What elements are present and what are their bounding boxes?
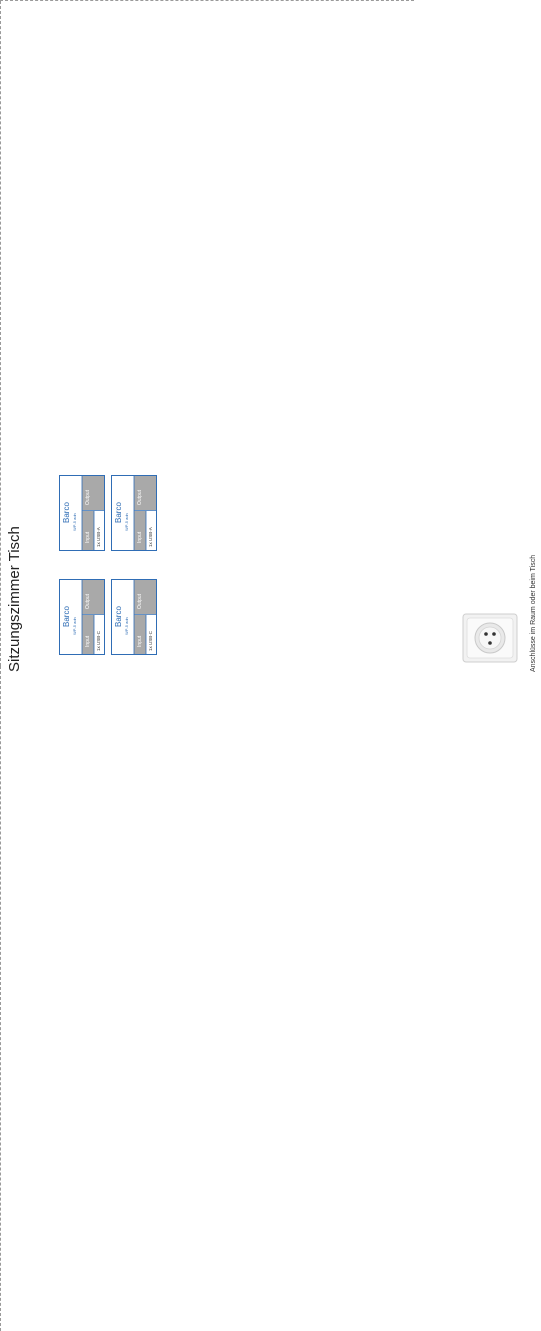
usb-label: 1x USB-A: [148, 527, 153, 547]
connections-caption: Anschlüsse im Raum oder beim Tisch: [530, 554, 537, 672]
input-label: Input: [137, 635, 143, 647]
page-title: Sitzungszimmer Tisch: [6, 526, 23, 672]
device-frame: [59, 475, 105, 551]
device-model: WP-5 adn: [124, 513, 129, 531]
input-label: Input: [85, 635, 91, 647]
device-name: Barco: [62, 606, 71, 627]
device-model: WP-5 adn: [72, 617, 77, 635]
area-border-top: [0, 0, 414, 1]
output-label: Output: [85, 489, 91, 505]
device-name: Barco: [114, 606, 123, 627]
device-model: WP-5 adn: [72, 513, 77, 531]
device-name: Barco: [62, 502, 71, 523]
input-label: Input: [137, 531, 143, 543]
output-label: Output: [137, 593, 143, 609]
area-border-left: [0, 1, 1, 666]
area-border-right: [0, 666, 1, 1331]
device-name: Barco: [114, 502, 123, 523]
device-frame: [111, 579, 157, 655]
barco-device-4[interactable]: Barco WP-5 adn Output Input 1x USB-A: [111, 475, 157, 551]
barco-device-1[interactable]: Barco WP-5 adn Output Input 1x USB-C: [59, 579, 105, 655]
output-label: Output: [85, 593, 91, 609]
input-label: Input: [85, 531, 91, 543]
device-frame: [111, 475, 157, 551]
usb-label: 1x USB-C: [148, 630, 153, 651]
barco-device-2[interactable]: Barco WP-5 adn Output Input 1x USB-C: [111, 579, 157, 655]
usb-label: 1x USB-C: [96, 630, 101, 651]
device-model: WP-5 adn: [124, 617, 129, 635]
barco-device-3[interactable]: Barco WP-5 adn Output Input 1x USB-A: [59, 475, 105, 551]
device-frame: [59, 579, 105, 655]
usb-label: 1x USB-A: [96, 527, 101, 547]
power-socket-icon: [462, 613, 518, 663]
output-label: Output: [137, 489, 143, 505]
